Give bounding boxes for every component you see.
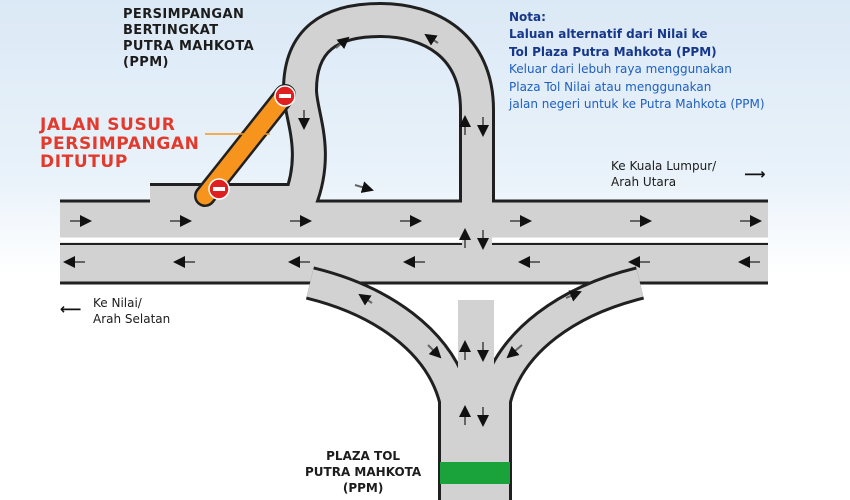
junction-title-line: (PPM) [123,54,169,70]
closed-label-line: PERSIMPANGAN [40,133,200,154]
note-line: Laluan alternatif dari Nilai ke [509,27,708,42]
direction-north-label: Ke Kuala Lumpur/ Arah Utara [611,158,716,190]
lane-arrow-icon [63,215,762,268]
direction-line: Ke Nilai/ [93,296,142,310]
toll-plaza-block [440,462,510,484]
plaza-line: PUTRA MAHKOTA [305,465,422,480]
direction-line: Arah Utara [611,175,677,190]
right-arrow-icon: ⟶ [744,165,766,183]
note-box: Nota: Laluan alternatif dari Nilai ke To… [509,9,765,113]
note-line: jalan negeri untuk ke Putra Mahkota (PPM… [509,96,765,111]
junction-title: PERSIMPANGAN BERTINGKAT PUTRA MAHKOTA (P… [123,7,254,70]
lane-arrow-icon [298,33,582,427]
direction-south-label: Ke Nilai/ Arah Selatan [93,295,170,327]
loop-ramp-surface [150,5,492,280]
plaza-line: (PPM) [342,481,384,496]
no-entry-icon [274,85,296,107]
toll-connector [305,266,645,500]
closed-ramp-label: JALAN SUSUR PERSIMPANGAN DITUTUP [40,116,199,172]
closed-label-line: DITUTUP [40,152,128,173]
note-line: Keluar dari lebuh raya menggunakan [509,62,732,77]
junction-title-line: PERSIMPANGAN [123,7,245,22]
direction-line: Arah Selatan [93,312,171,327]
plaza-line: PLAZA TOL [326,449,401,463]
note-line: Plaza Tol Nilai atau menggunakan [509,79,712,94]
note-line: Tol Plaza Putra Mahkota (PPM) [509,44,717,59]
no-entry-icon [208,178,230,200]
closed-label-line: JALAN SUSUR [40,115,176,135]
toll-plaza-label: PLAZA TOL PUTRA MAHKOTA (PPM) [305,448,421,497]
left-arrow-icon: ⟵ [60,300,82,318]
direction-line: Ke Kuala Lumpur/ [611,159,717,173]
junction-title-line: BERTINGKAT [123,22,219,38]
junction-title-line: PUTRA MAHKOTA [123,38,255,54]
note-heading: Nota: [509,10,546,24]
